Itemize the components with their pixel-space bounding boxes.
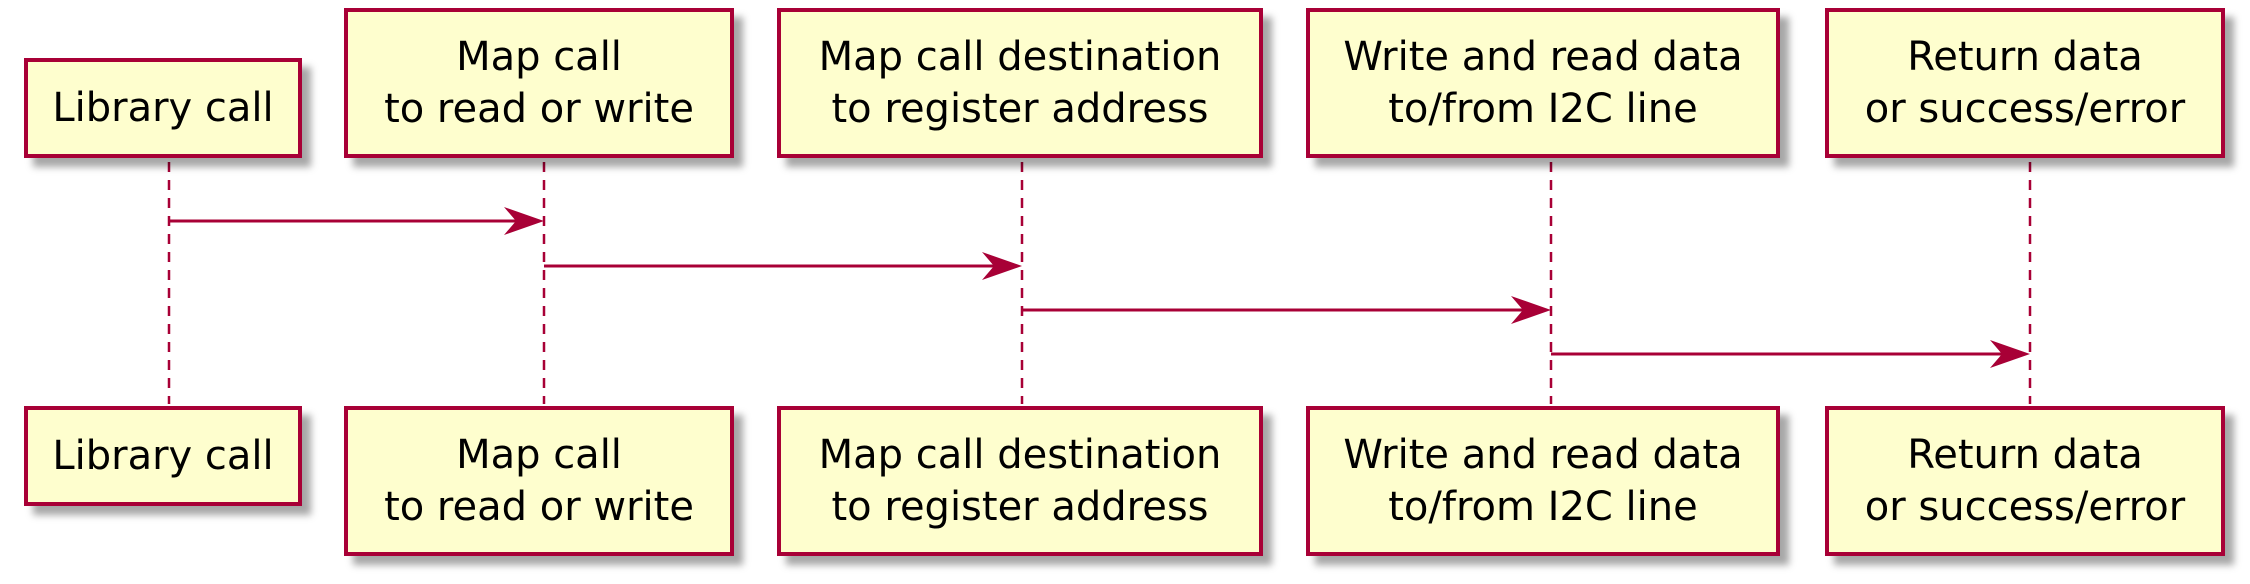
- participant-library-call-bottom: Library call: [24, 406, 302, 506]
- participant-label-line: Write and read data: [1343, 432, 1743, 478]
- participant-label-line: to/from I2C line: [1388, 86, 1698, 132]
- participant-label-line: Return data: [1907, 432, 2143, 478]
- participant-label-line: Write and read data: [1343, 34, 1743, 80]
- participant-label-line: Map call: [456, 34, 622, 80]
- message-arrowhead-1: [504, 207, 544, 235]
- participant-label-line: Library call: [52, 85, 274, 131]
- participant-label-line: to read or write: [384, 484, 694, 530]
- message-arrowhead-2: [982, 252, 1022, 280]
- participant-library-call-top: Library call: [24, 58, 302, 158]
- participant-map-call-bottom: Map call to read or write: [344, 406, 734, 556]
- message-arrowhead-4: [1990, 340, 2030, 368]
- participant-label-line: to register address: [831, 86, 1209, 132]
- participant-label-line: or success/error: [1864, 86, 2186, 132]
- participant-label-line: to register address: [831, 484, 1209, 530]
- participant-write-read-bottom: Write and read data to/from I2C line: [1306, 406, 1780, 556]
- participant-label-line: Return data: [1907, 34, 2143, 80]
- participant-return-data-bottom: Return data or success/error: [1825, 406, 2225, 556]
- participant-return-data-top: Return data or success/error: [1825, 8, 2225, 158]
- participant-label-line: Map call destination: [818, 34, 1222, 80]
- participant-label-line: Map call: [456, 432, 622, 478]
- participant-label-line: or success/error: [1864, 484, 2186, 530]
- participant-map-call-top: Map call to read or write: [344, 8, 734, 158]
- participant-map-destination-bottom: Map call destination to register address: [777, 406, 1263, 556]
- participant-label-line: Map call destination: [818, 432, 1222, 478]
- participant-write-read-top: Write and read data to/from I2C line: [1306, 8, 1780, 158]
- participant-label-line: Library call: [52, 433, 274, 479]
- participant-label-line: to read or write: [384, 86, 694, 132]
- participant-map-destination-top: Map call destination to register address: [777, 8, 1263, 158]
- participant-label-line: to/from I2C line: [1388, 484, 1698, 530]
- message-arrowhead-3: [1511, 296, 1551, 324]
